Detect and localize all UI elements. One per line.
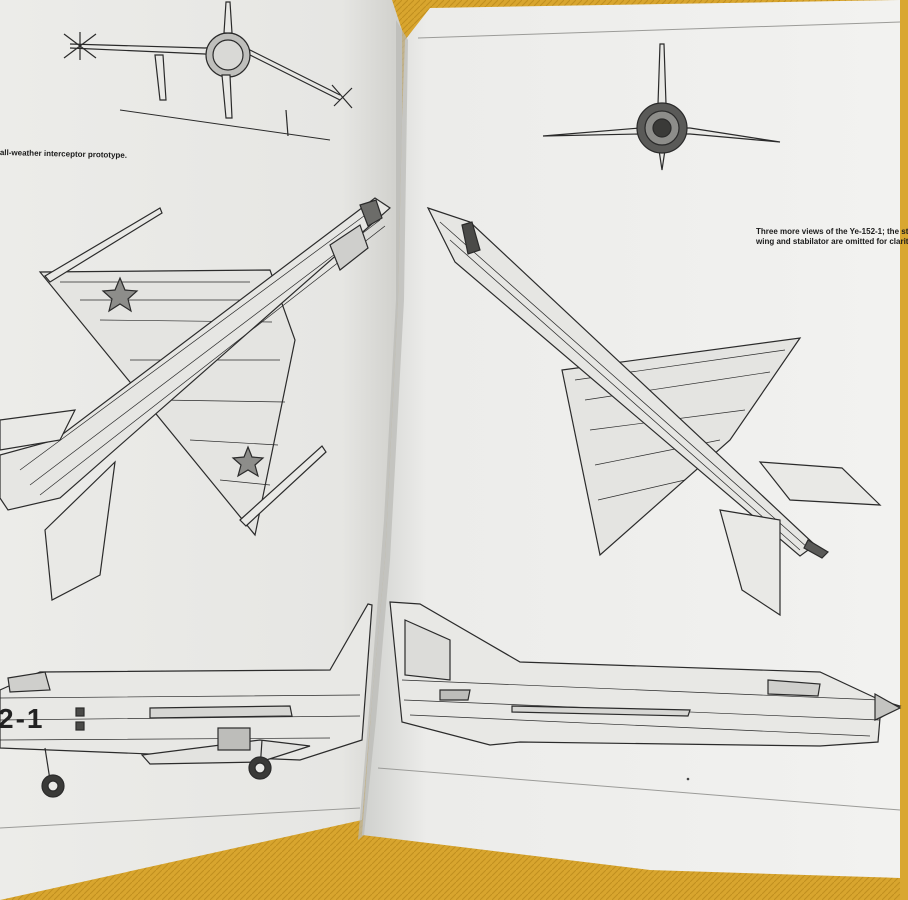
book-spine	[358, 20, 408, 840]
red-star-emblem	[101, 276, 139, 313]
left-page-bottom-rule	[0, 807, 361, 829]
right-page-caption-line-2: wing and stabilator are omitted for clar…	[756, 237, 908, 246]
right-plan-view-drawing	[426, 206, 882, 617]
ink-dot	[686, 777, 690, 781]
right-page-top-rule	[417, 21, 901, 39]
right-page-bottom-rule	[377, 767, 901, 811]
left-front-view-drawing	[63, 1, 353, 141]
left-side-view-drawing	[0, 603, 373, 798]
red-star-emblem	[231, 445, 265, 478]
side-view-tail-number: 2-1	[0, 703, 45, 734]
right-front-view-drawing	[542, 43, 781, 171]
right-side-view-drawing	[389, 601, 902, 747]
left-plan-view-drawing	[0, 197, 391, 601]
right-page-caption-line-1: Three more views of the Ye-152-1; the st	[756, 227, 908, 236]
